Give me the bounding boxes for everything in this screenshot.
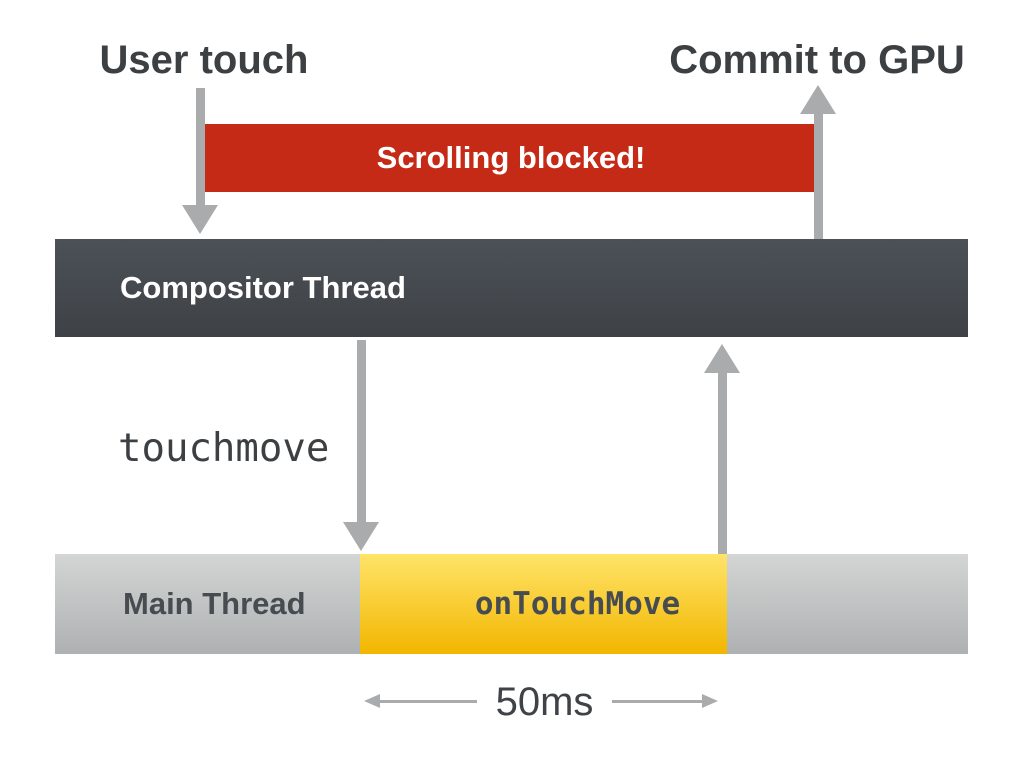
arrow-shaft (356, 340, 366, 522)
ontouchmove-busy-block: onTouchMove (360, 554, 727, 654)
arrow-head-right-icon (702, 694, 718, 708)
duration-left-arrow-icon (364, 694, 477, 708)
arrow-line (612, 699, 702, 703)
compositor-thread-label: Compositor Thread (120, 270, 406, 305)
user-touch-down-arrow-icon (182, 88, 218, 234)
arrow-line (380, 699, 477, 703)
arrow-head-left-icon (364, 694, 380, 708)
touchmove-event-label: touchmove (118, 426, 330, 471)
scrolling-blocked-bar: Scrolling blocked! (204, 124, 818, 192)
scrolling-blocked-label: Scrolling blocked! (376, 140, 646, 175)
duration-label: 50ms (495, 680, 594, 724)
arrow-head-up-icon (704, 344, 740, 373)
arrow-head-down-icon (182, 205, 218, 234)
arrow-shaft (813, 114, 823, 239)
commit-to-gpu-up-arrow-icon (800, 85, 836, 239)
arrow-shaft (717, 373, 727, 554)
arrow-shaft (195, 88, 205, 205)
compositor-thread-bar: Compositor Thread (55, 239, 968, 337)
touchmove-down-arrow-icon (343, 340, 379, 551)
arrow-head-down-icon (343, 522, 379, 551)
arrow-head-up-icon (800, 85, 836, 114)
main-thread-bar: Main Thread onTouchMove (55, 554, 968, 654)
main-to-compositor-up-arrow-icon (704, 344, 740, 554)
ontouchmove-label: onTouchMove (474, 586, 681, 622)
user-touch-label: User touch (99, 38, 309, 82)
duration-right-arrow-icon (612, 694, 718, 708)
main-thread-label: Main Thread (123, 586, 306, 621)
commit-to-gpu-label: Commit to GPU (669, 38, 965, 82)
